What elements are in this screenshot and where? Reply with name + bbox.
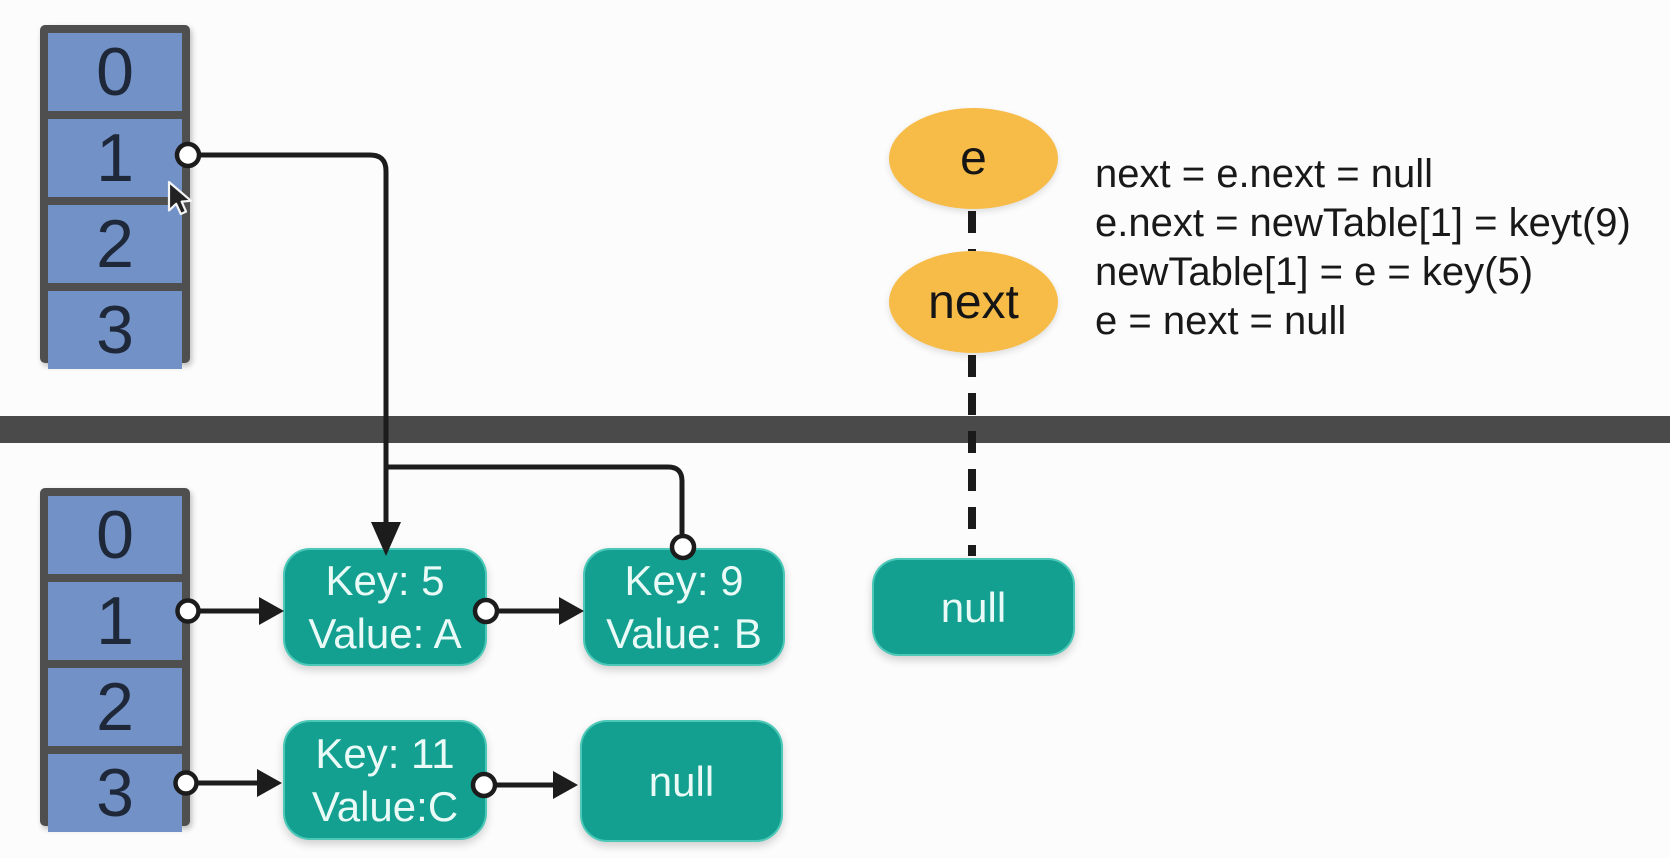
new-table-cell-0[interactable]: 0: [48, 496, 182, 574]
cell-index-label: 0: [96, 497, 134, 573]
code-annotation: next = e.next = null e.next = newTable[1…: [1095, 150, 1631, 346]
code-line-3: newTable[1] = e = key(5): [1095, 250, 1534, 294]
arrow-oldcell1-to-key5: [199, 152, 389, 527]
old-table-cell-0[interactable]: 0: [48, 33, 182, 111]
node-value-label: Value: A: [308, 610, 462, 657]
node-key-label: Key: 9: [624, 557, 744, 604]
variable-label: e: [960, 132, 987, 185]
variable-e-ellipse[interactable]: e: [889, 108, 1058, 209]
arrowhead-into-key9-left: [559, 597, 584, 625]
code-line-1: next = e.next = null: [1095, 152, 1434, 196]
cell-index-label: 1: [96, 583, 134, 659]
new-table-cell-3[interactable]: 3: [48, 754, 182, 832]
arrowhead-into-key5-left: [259, 597, 284, 625]
old-table-cell-3[interactable]: 3: [48, 291, 182, 369]
node-value-label: Value:C: [311, 783, 459, 830]
node-key-label: Key: 5: [325, 557, 445, 604]
new-table-cell-2[interactable]: 2: [48, 668, 182, 746]
node-key9[interactable]: Key: 9 Value: B: [583, 548, 785, 666]
code-line-4: e = next = null: [1095, 299, 1347, 343]
cell-index-label: 3: [96, 755, 134, 831]
cell-index-label: 0: [96, 34, 134, 110]
section-divider: [0, 416, 1670, 443]
arrow-branch-to-key9: [386, 464, 685, 534]
cell-index-label: 2: [96, 669, 134, 745]
old-table-array: 0 1 2 3: [40, 25, 190, 369]
variable-next-ellipse[interactable]: next: [889, 251, 1058, 353]
old-table-cell-1[interactable]: 1: [48, 119, 182, 197]
cell-index-label: 1: [96, 120, 134, 196]
old-table-cell-2[interactable]: 2: [48, 205, 182, 283]
arrowhead-into-key11-left: [257, 769, 282, 797]
node-value-label: Value: B: [606, 610, 762, 657]
cell-index-label: 2: [96, 206, 134, 282]
node-null-right[interactable]: null: [872, 558, 1075, 656]
node-key-label: Key: 11: [315, 730, 455, 777]
node-key5[interactable]: Key: 5 Value: A: [283, 548, 487, 666]
cell-index-label: 3: [96, 292, 134, 368]
variable-label: next: [928, 275, 1019, 329]
code-line-2: e.next = newTable[1] = keyt(9): [1095, 201, 1631, 245]
node-null-bottom[interactable]: null: [580, 720, 783, 842]
node-key11[interactable]: Key: 11 Value:C: [283, 720, 487, 840]
new-table-cell-1[interactable]: 1: [48, 582, 182, 660]
new-table-array: 0 1 2 3: [40, 488, 190, 832]
node-null-label: null: [940, 583, 1007, 631]
node-null-label: null: [648, 757, 715, 805]
arrowhead-into-null-left: [553, 771, 578, 799]
